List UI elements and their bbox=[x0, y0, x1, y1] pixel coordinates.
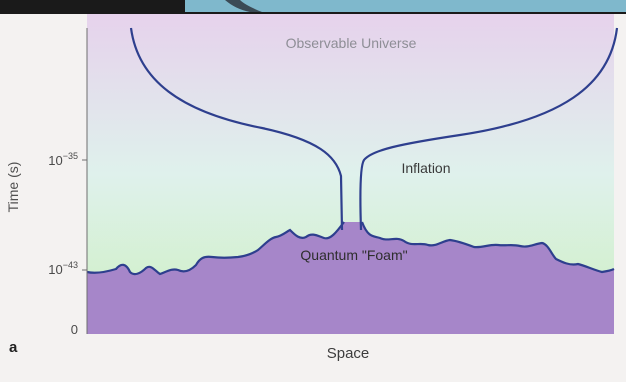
y-axis-label: Time (s) bbox=[6, 162, 20, 213]
y-tick-label-0: 0 bbox=[71, 322, 78, 337]
x-axis-label: Space bbox=[327, 346, 370, 361]
label-observable-universe: Observable Universe bbox=[286, 35, 417, 51]
y-tick-label-10-35: 10−35 bbox=[48, 151, 78, 168]
y-tick-label-10-43: 10−43 bbox=[48, 260, 78, 277]
label-quantum-foam: Quantum "Foam" bbox=[300, 247, 407, 263]
panel-label: a bbox=[9, 340, 17, 355]
label-inflation: Inflation bbox=[401, 160, 450, 176]
